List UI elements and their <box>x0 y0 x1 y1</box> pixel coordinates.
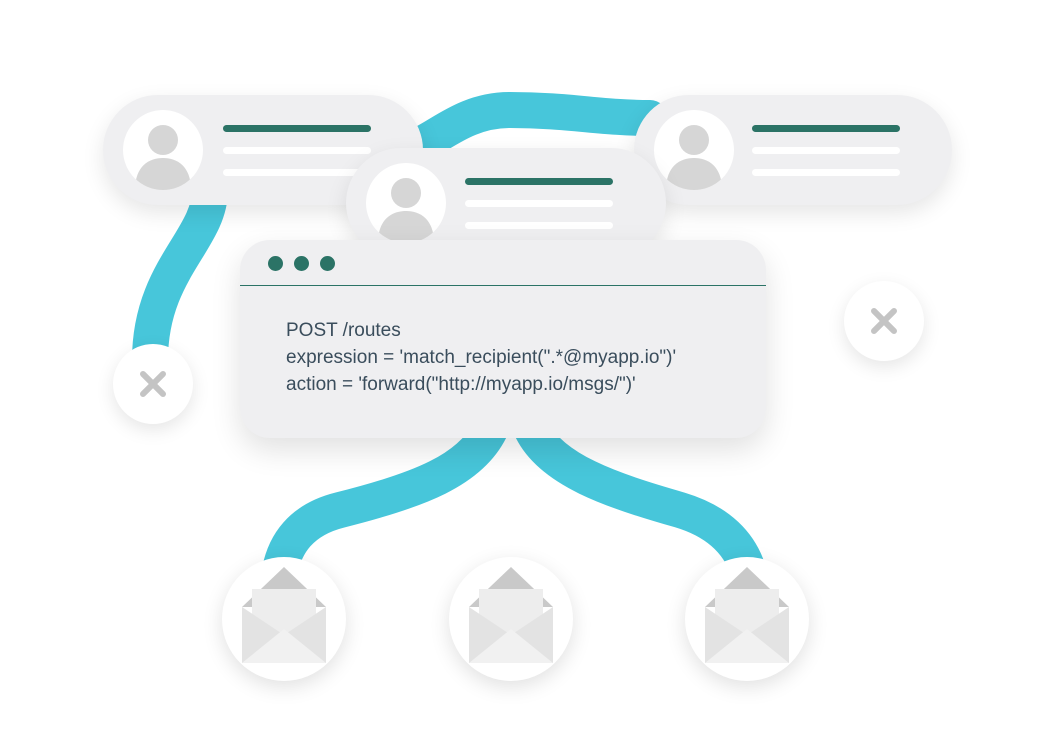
message-title-line <box>465 178 613 185</box>
window-dot <box>320 256 335 271</box>
rejected-endpoint-left <box>113 344 193 424</box>
message-text-line <box>223 169 371 176</box>
open-envelope-icon <box>242 567 326 663</box>
message-text-line <box>465 222 613 229</box>
window-divider <box>240 285 766 286</box>
route-expression: expression = 'match_recipient(".*@myapp.… <box>286 347 677 368</box>
pipe-to-mailbox-left <box>262 421 507 575</box>
message-text-line <box>223 147 371 154</box>
pipe-to-mailbox-right <box>515 420 766 577</box>
route-method-path: POST /routes <box>286 320 401 341</box>
open-envelope-icon <box>469 567 553 663</box>
rejected-endpoint-right <box>844 281 924 361</box>
open-envelope-icon <box>705 567 789 663</box>
destination-mailbox-center <box>449 557 573 681</box>
message-text-line <box>752 169 900 176</box>
destination-mailbox-right <box>685 557 809 681</box>
user-avatar-icon <box>366 163 446 243</box>
route-action: action = 'forward("http://myapp.io/msgs/… <box>286 374 636 395</box>
window-controls <box>268 256 346 272</box>
close-icon <box>140 371 166 397</box>
user-avatar-icon <box>654 110 734 190</box>
message-title-line <box>223 125 371 132</box>
message-card-right <box>634 95 952 205</box>
pipe-top <box>382 91 668 168</box>
close-icon <box>871 308 897 334</box>
window-dot <box>294 256 309 271</box>
pipe-left <box>132 188 228 361</box>
message-text-line <box>752 147 900 154</box>
user-avatar-icon <box>123 110 203 190</box>
message-text-line <box>465 200 613 207</box>
message-card-center <box>346 148 666 258</box>
message-title-line <box>752 125 900 132</box>
window-dot <box>268 256 283 271</box>
route-request-window: POST /routes expression = 'match_recipie… <box>240 240 766 438</box>
route-code: POST /routes expression = 'match_recipie… <box>286 317 676 398</box>
destination-mailbox-left <box>222 557 346 681</box>
